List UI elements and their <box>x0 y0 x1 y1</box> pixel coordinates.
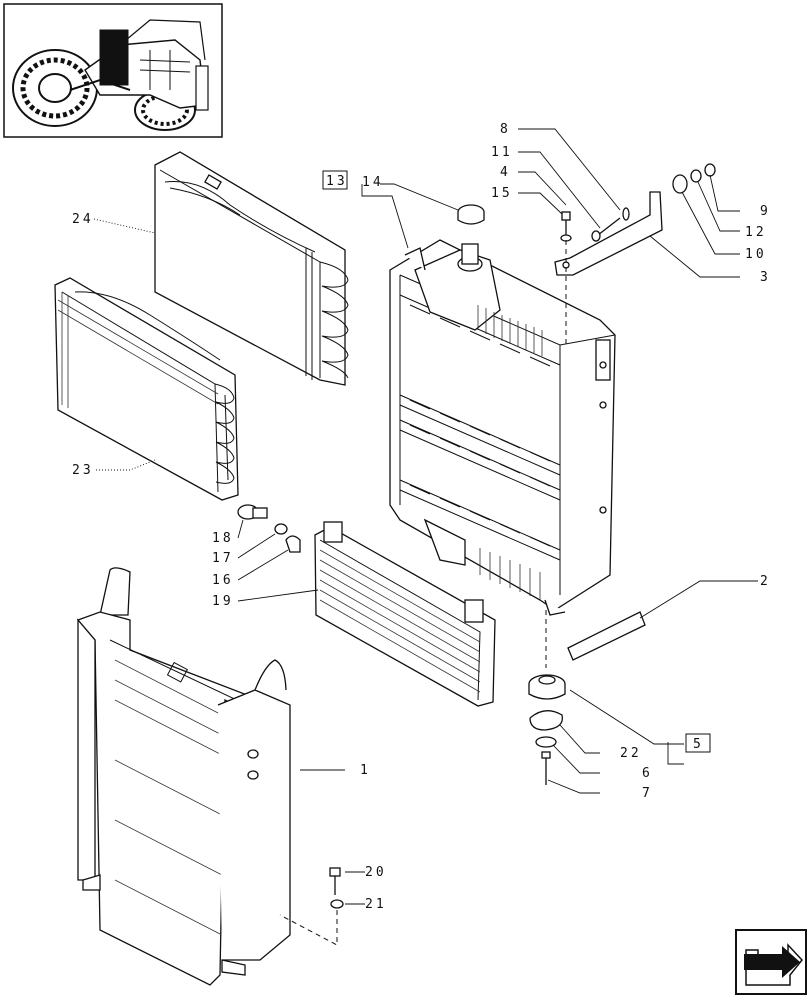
tractor-sketch <box>12 19 209 131</box>
nut-9 <box>704 163 716 177</box>
washer-12 <box>690 169 702 183</box>
condenser-upper-coils <box>305 248 349 380</box>
oil-cooler <box>314 521 496 707</box>
callout-13-box: 13 <box>322 170 348 190</box>
callout-15: 15 <box>491 186 513 201</box>
radiator-slots <box>409 304 551 547</box>
radiator-assembly <box>389 239 616 616</box>
callout-23: 23 <box>72 463 94 478</box>
washer-6 <box>535 736 557 748</box>
callout-12: 12 <box>745 225 767 240</box>
bolt-20 <box>329 867 341 895</box>
callout-19: 19 <box>212 594 234 609</box>
intercooler-core-lines <box>114 659 223 936</box>
fitting-18 <box>237 504 268 520</box>
next-page-arrow-icon[interactable] <box>735 929 807 995</box>
callout-labels: 8 11 4 15 9 12 10 3 13 14 24 23 18 17 16… <box>72 122 771 912</box>
mount-10 <box>672 174 688 194</box>
callout-2: 2 <box>760 574 771 589</box>
callout-21: 21 <box>365 897 387 912</box>
intercooler <box>76 567 291 986</box>
rubber-strip <box>567 611 646 661</box>
callout-16: 16 <box>212 573 234 588</box>
callout-24: 24 <box>72 212 94 227</box>
condenser-lower-fins <box>57 292 219 408</box>
callout-18: 18 <box>212 531 234 546</box>
callout-22: 22 <box>620 746 642 761</box>
callout-4: 4 <box>500 165 511 180</box>
oil-cooler-fins <box>319 549 481 693</box>
clip-22 <box>529 710 564 731</box>
callout-7: 7 <box>642 786 653 801</box>
clamp-16 <box>285 535 301 553</box>
callout-5: 5 <box>693 737 704 752</box>
callout-8: 8 <box>500 122 511 137</box>
washer-21 <box>330 899 344 909</box>
callout-6: 6 <box>642 766 653 781</box>
washer-17 <box>274 523 288 535</box>
radiator-top-fins <box>477 305 543 356</box>
leader-lines <box>93 128 758 905</box>
callout-13: 13 <box>326 174 348 189</box>
callout-11: 11 <box>491 145 513 160</box>
washer-11 <box>622 207 630 221</box>
callout-20: 20 <box>365 865 387 880</box>
tractor-location-thumbnail <box>3 3 223 138</box>
assembly-lines <box>279 240 567 946</box>
callout-5-box: 5 <box>685 733 711 753</box>
condenser-upper <box>154 151 349 386</box>
condenser-lower <box>54 277 239 501</box>
bolt-7 <box>541 751 551 785</box>
radiator-cap <box>457 204 485 225</box>
callout-10: 10 <box>745 247 767 262</box>
bolt-8 <box>591 217 621 242</box>
bracket <box>554 191 663 276</box>
callout-3: 3 <box>760 270 771 285</box>
rubber-mount <box>528 674 566 700</box>
screw-15 <box>561 211 571 235</box>
callout-14: 14 <box>362 175 384 190</box>
callout-1: 1 <box>360 763 371 778</box>
callout-9: 9 <box>760 204 771 219</box>
callout-17: 17 <box>212 551 234 566</box>
radiator-bottom-fins <box>479 548 541 600</box>
